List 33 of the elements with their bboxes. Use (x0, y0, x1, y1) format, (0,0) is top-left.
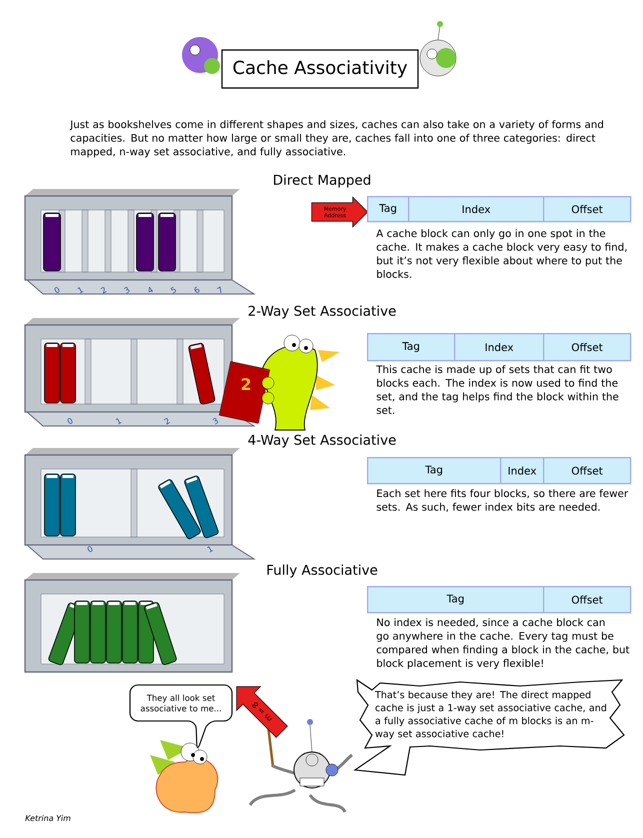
section-heading: Direct Mapped (274, 174, 370, 188)
address-field: Offset (543, 457, 632, 484)
description-text: No index is needed, since a cache block can go anywhere in the cache. Every tag must be compared when finding a block in the cache, but block placement is very flexible! (376, 618, 630, 669)
address-field: Offset (543, 586, 632, 614)
slot-number: 3 (124, 287, 130, 294)
description-text: Just as bookshelves come in different shapes and sizes, caches can also take on a variety of forms and capacities. But no matter how large or small they are, caches fall into one of three categories: direct mapped, n-way set associative, and fully associative. (70, 120, 603, 158)
address-field: Index (500, 457, 544, 484)
slot-number: 0 (68, 418, 72, 424)
speech-bubble: They all look set associative to me... (129, 684, 233, 748)
address-field: Offset (543, 196, 632, 222)
address-field: Tag (367, 333, 456, 362)
description-text: This cache is made up of sets that can fit two blocks each. The index is now used to find the set, and the tag helps find the block within the set. (376, 365, 618, 414)
slot-number: 0 (54, 287, 60, 293)
address-field: Offset (543, 333, 632, 362)
book-number: 2 (242, 378, 250, 390)
slot-number: 7 (217, 286, 222, 294)
title-box: Cache Associativity (221, 49, 419, 89)
slot-number: 2 (100, 287, 107, 294)
slot-number: 4 (148, 286, 153, 292)
description-text: Each set here fits four blocks, so there are fewer sets. As such, fewer index bits are needed. (376, 489, 628, 512)
address-field: Tag (367, 196, 410, 222)
slot-number: 1 (116, 418, 122, 424)
slot-number: 2 (164, 418, 170, 425)
slot-number: 0 (88, 546, 92, 552)
slot-number: 1 (207, 546, 214, 552)
slot-number: 6 (194, 286, 200, 293)
address-field: Index (454, 333, 544, 362)
slot-number: 3 (212, 418, 218, 424)
slot-number: 5 (170, 286, 176, 294)
arrow-sign: m = 8 (236, 686, 288, 738)
signature: Ketrina Yim (25, 814, 70, 822)
description-text: A cache block can only go in one spot in the cache. It makes a cache block very easy to find, but it’s not very flexible about where to put the blocks. (376, 229, 627, 278)
slot-number: 1 (78, 287, 84, 294)
